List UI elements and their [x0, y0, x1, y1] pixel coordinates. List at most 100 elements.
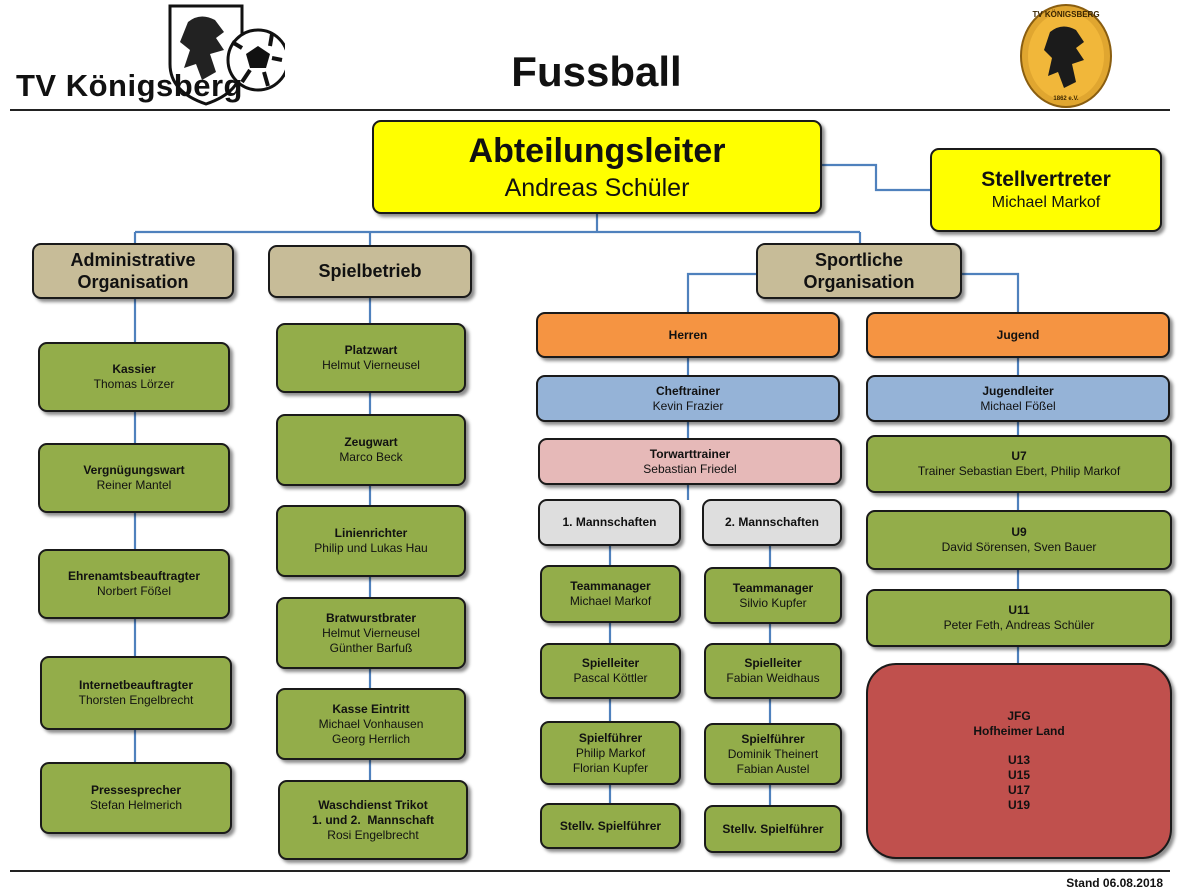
crest-text-bottom: 1862 e.V. — [1053, 96, 1079, 102]
torwarttrainer-box: Torwarttrainer Sebastian Friedel — [538, 438, 842, 485]
page-title: Fussball — [511, 48, 682, 95]
team2-item-title: Stellv. Spielführer — [722, 821, 824, 836]
deputy-box: Stellvertreter Michael Markof — [930, 148, 1162, 232]
team2-item: Teammanager Silvio Kupfer — [704, 567, 842, 624]
spiel-item-title2: 1. und 2. Mannschaft — [311, 812, 434, 827]
head-box: Abteilungsleiter Andreas Schüler — [372, 120, 822, 214]
spiel-item-name: Helmut Vierneusel — [322, 625, 420, 640]
team1-item-title: Spielführer — [578, 730, 643, 745]
team2-item-title: Spielführer — [741, 731, 805, 746]
admin-item-title: Ehrenamtsbeauftragter — [67, 569, 201, 583]
admin-item-name: Norbert Fößel — [96, 584, 172, 598]
jfg-team: U15 — [1007, 768, 1030, 782]
admin-item-name: Thorsten Engelbrecht — [78, 693, 194, 707]
team1-title: 1. Mannschaften — [562, 515, 657, 529]
team1-item-title: Teammanager — [570, 579, 651, 593]
club-name: TV Königsberg — [16, 68, 243, 103]
head-name: Andreas Schüler — [504, 173, 690, 202]
deputy-name: Michael Markof — [991, 194, 1101, 212]
team2-item-name: Silvio Kupfer — [739, 595, 807, 610]
admin-item-title: Vergnügungswart — [83, 463, 185, 477]
spiel-item-title: Kasse Eintritt — [332, 701, 410, 716]
spiel-item-name: Michael Vonhausen — [318, 716, 424, 731]
spiel-item-name: Günther Barfuß — [329, 640, 413, 655]
spiel-item-name: Georg Herrlich — [331, 731, 411, 746]
herren-title: Herren — [668, 327, 708, 342]
torwarttrainer-title: Torwarttrainer — [649, 446, 731, 461]
team1-item-name: Michael Markof — [569, 594, 652, 608]
spiel-item-name: Philip und Lukas Hau — [314, 541, 428, 555]
jugendleiter-title: Jugendleiter — [982, 383, 1054, 398]
spiel-item-name: Rosi Engelbrecht — [327, 827, 419, 842]
spiel-item: Zeugwart Marco Beck — [276, 414, 466, 486]
jfg-box: JFG Hofheimer Land U13 U15 U17 U19 — [866, 663, 1172, 859]
jugend-item-title: U7 — [1011, 449, 1027, 463]
team1-item: Stellv. Spielführer — [540, 803, 681, 849]
club-crest: TV KÖNIGSBERG 1862 e.V. — [1018, 2, 1114, 110]
crest-text-top: TV KÖNIGSBERG — [1032, 10, 1100, 19]
lion-shield-logo — [168, 4, 290, 106]
team2-item: Stellv. Spielführer — [704, 805, 842, 853]
jugend-item: U7 Trainer Sebastian Ebert, Philip Marko… — [866, 435, 1172, 493]
head-title: Abteilungsleiter — [468, 132, 726, 171]
team1-item-name: Philip Markof — [575, 745, 646, 760]
spiel-item-title: Zeugwart — [344, 435, 398, 449]
jfg-team: U17 — [1007, 783, 1030, 797]
team2-item-title: Teammanager — [732, 580, 814, 595]
spiel-item: Kasse Eintritt Michael Vonhausen Georg H… — [276, 688, 466, 760]
team2-item-title: Spielleiter — [744, 656, 802, 670]
spiel-item-title: Bratwurstbrater — [325, 610, 417, 625]
spiel-item-title: Linienrichter — [334, 526, 408, 540]
spiel-item-title: Platzwart — [344, 343, 398, 357]
admin-item-name: Stefan Helmerich — [89, 798, 183, 812]
jugend-box: Jugend — [866, 312, 1170, 358]
admin-item: Ehrenamtsbeauftragter Norbert Fößel — [38, 549, 230, 619]
jugend-item-title: U9 — [1011, 525, 1027, 539]
team2-item: Spielleiter Fabian Weidhaus — [704, 643, 842, 699]
cheftrainer-box: Cheftrainer Kevin Frazier — [536, 375, 840, 422]
header-rule — [10, 109, 1170, 111]
team2-item-name: Fabian Weidhaus — [726, 671, 820, 685]
jugend-item: U11 Peter Feth, Andreas Schüler — [866, 589, 1172, 647]
crest-icon — [1020, 4, 1112, 108]
jfg-title: JFG — [1007, 709, 1031, 723]
jugend-title: Jugend — [996, 327, 1040, 342]
admin-item-name: Thomas Lörzer — [93, 377, 175, 391]
admin-item: Kassier Thomas Lörzer — [38, 342, 230, 412]
team1-item-title: Stellv. Spielführer — [559, 818, 662, 833]
team1-item-name: Pascal Köttler — [573, 671, 648, 685]
cheftrainer-name: Kevin Frazier — [652, 398, 724, 413]
jugend-item: U9 David Sörensen, Sven Bauer — [866, 510, 1172, 570]
sport-org-title: Sportliche Organisation — [803, 249, 915, 293]
deputy-title: Stellvertreter — [981, 167, 1111, 191]
spiel-item-name: Helmut Vierneusel — [322, 358, 420, 372]
admin-org-title: Administrative Organisation — [70, 249, 196, 293]
admin-item-title: Pressesprecher — [90, 783, 182, 797]
team1-item-title: Spielleiter — [581, 656, 640, 670]
jugendleiter-name: Michael Fößel — [980, 398, 1056, 413]
footer-date: Stand 06.08.2018 — [1066, 876, 1163, 890]
team2-item-name: Fabian Austel — [736, 761, 810, 776]
jugendleiter-box: Jugendleiter Michael Fößel — [866, 375, 1170, 422]
spiel-item: Waschdienst Trikot 1. und 2. Mannschaft … — [278, 780, 468, 860]
admin-item: Internetbeauftragter Thorsten Engelbrech… — [40, 656, 232, 730]
team1-item: Spielleiter Pascal Köttler — [540, 643, 681, 699]
team1-item: Teammanager Michael Markof — [540, 565, 681, 623]
team2-item: Spielführer Dominik Theinert Fabian Aust… — [704, 723, 842, 785]
team1-item: Spielführer Philip Markof Florian Kupfer — [540, 721, 681, 785]
admin-org-box: Administrative Organisation — [32, 243, 234, 299]
spiel-item: Linienrichter Philip und Lukas Hau — [276, 505, 466, 577]
sport-org-box: Sportliche Organisation — [756, 243, 962, 299]
jugend-item-name: David Sörensen, Sven Bauer — [941, 540, 1097, 554]
jfg-team: U19 — [1007, 798, 1030, 812]
jfg-team: U13 — [1007, 753, 1030, 767]
spiel-item: Platzwart Helmut Vierneusel — [276, 323, 466, 393]
jugend-item-name: Peter Feth, Andreas Schüler — [943, 618, 1095, 632]
team1-box: 1. Mannschaften — [538, 499, 681, 546]
jfg-subtitle: Hofheimer Land — [973, 724, 1065, 738]
team1-item-name: Florian Kupfer — [572, 760, 649, 775]
admin-item-name: Reiner Mantel — [96, 478, 172, 492]
spiel-item: Bratwurstbrater Helmut Vierneusel Günthe… — [276, 597, 466, 669]
spiel-item-title: Waschdienst Trikot — [318, 797, 428, 812]
team2-title: 2. Mannschaften — [724, 515, 820, 529]
